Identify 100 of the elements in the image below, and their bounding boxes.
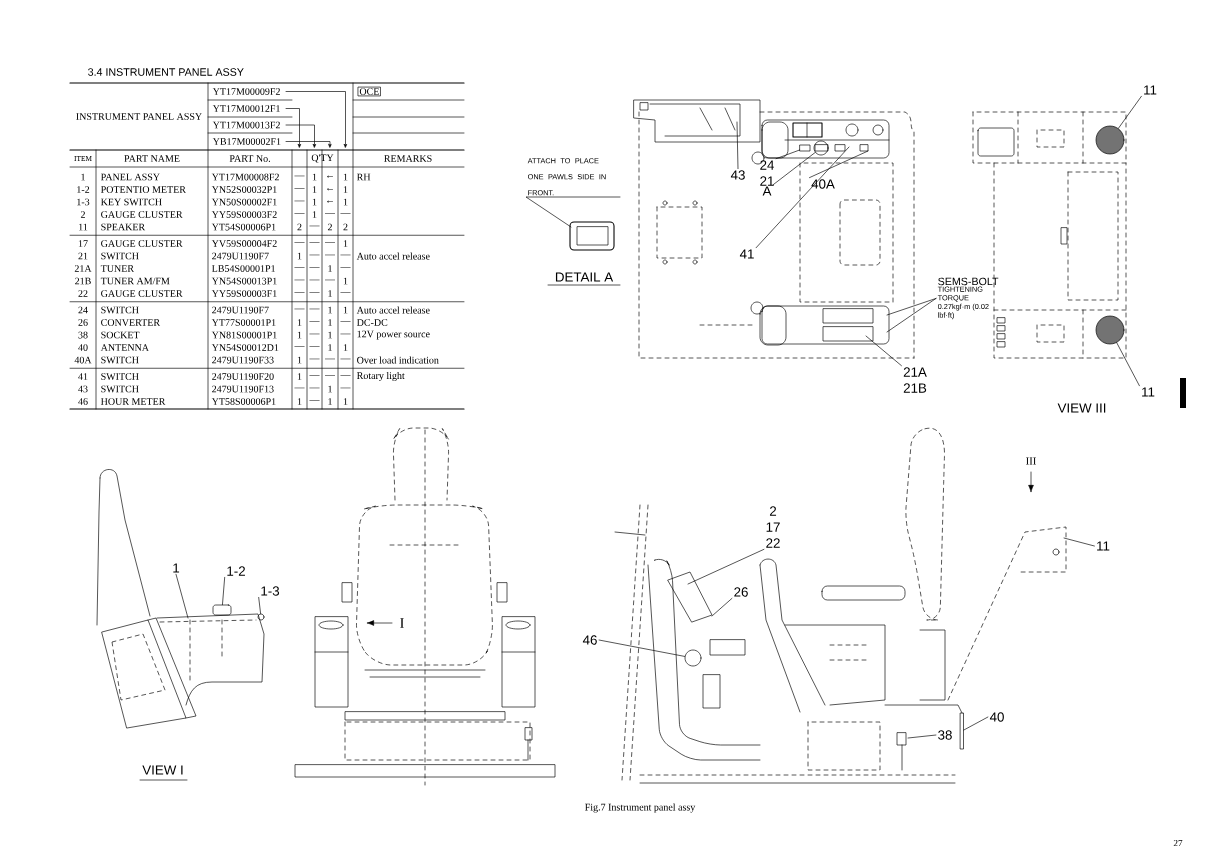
leader-line: [598, 639, 686, 657]
leader-line: [258, 597, 261, 615]
remark: Auto accel release: [356, 252, 430, 260]
quantity: —: [309, 387, 320, 389]
view-title: VIEW III: [1057, 403, 1106, 413]
remark: Auto accel release: [356, 306, 430, 314]
quantity: 1: [312, 173, 317, 181]
quantity: —: [324, 279, 336, 281]
leader-line: [687, 549, 765, 585]
item-number: 21B: [75, 277, 91, 285]
part-number: YY59S00003F2: [211, 211, 277, 218]
leader-line: [865, 335, 902, 367]
leader-line: [175, 573, 189, 619]
part-name: KEY SWITCH: [100, 198, 162, 206]
quantity: 1: [328, 344, 332, 351]
leader-line: [907, 734, 937, 739]
item-number: 43: [78, 385, 88, 393]
quantity: —: [294, 292, 305, 293]
quantity: —: [294, 242, 305, 243]
quantity: 1: [343, 277, 348, 285]
leader-line: [775, 149, 800, 160]
quantity: —: [340, 292, 351, 293]
quantity: ←: [327, 175, 333, 178]
quantity: —: [340, 254, 351, 256]
quantity: —: [324, 213, 336, 214]
quantity: —: [309, 321, 320, 322]
quantity: —: [340, 267, 351, 268]
part-number: YY59S00003F1: [211, 290, 277, 297]
view-label: III: [1026, 457, 1036, 465]
callout-number: 24 21: [760, 160, 775, 186]
quantity: —: [309, 254, 320, 256]
quantity: —: [309, 333, 320, 335]
callout-number: 1-3: [261, 586, 280, 596]
part-name: CONVERTER: [101, 319, 161, 326]
item-number: 2: [80, 211, 85, 218]
part-number: 2479U1190F33: [212, 356, 274, 364]
leader-line: [809, 150, 869, 178]
part-number: YN81S00001P1: [211, 331, 277, 339]
quantity: 1: [343, 306, 348, 314]
part-number: YN50S00002F1: [211, 198, 277, 206]
leader-line: [772, 152, 816, 186]
quantity: 1: [328, 306, 332, 314]
part-number: YN54S00012D1: [211, 344, 279, 351]
quantity: 1: [328, 398, 332, 405]
callout-number: 11: [1097, 541, 1110, 551]
quantity: —: [294, 346, 305, 347]
part-number: 2479U1190F20: [212, 373, 274, 380]
callout-number: 38: [938, 730, 952, 740]
quantity: 2: [343, 223, 348, 231]
quantity: —: [294, 308, 305, 310]
part-name: PANEL ASSY: [100, 173, 160, 181]
leader-line: [736, 121, 739, 169]
part-name: SWITCH: [101, 373, 139, 380]
callout-number: 41: [739, 249, 754, 259]
remark-tag: OCE: [358, 86, 381, 97]
leader-line: [1118, 95, 1142, 129]
part-name: SPEAKER: [101, 223, 146, 231]
quantity: —: [324, 358, 336, 360]
part-name: HOUR METER: [100, 398, 166, 405]
item-number: 11: [79, 223, 88, 231]
leader-line: [886, 298, 937, 316]
part-name: SWITCH: [101, 356, 139, 364]
view-title: DETAIL A: [547, 272, 621, 286]
switch: [799, 144, 811, 152]
speaker: [1095, 125, 1125, 155]
view-label: I: [400, 618, 404, 628]
item-number: 1-2: [77, 186, 90, 193]
key: [257, 613, 265, 621]
quantity: —: [294, 213, 305, 214]
remark: 12V power source: [357, 330, 430, 340]
page-number: 27: [1173, 839, 1183, 847]
item-number: 41: [78, 373, 88, 380]
quantity: —: [294, 267, 305, 268]
leader-line: [525, 196, 621, 228]
quantity: —: [324, 242, 336, 243]
item-number: 1-3: [77, 198, 90, 206]
quantity: —: [294, 200, 305, 202]
hour-meter: [684, 649, 702, 667]
quantity: —: [340, 358, 351, 360]
item-number: 40: [78, 344, 88, 351]
quantity: 1: [297, 356, 302, 364]
part-number: 2479U1190F7: [212, 306, 269, 314]
column-header: PART No.: [229, 155, 270, 162]
callout-number: 40A: [811, 179, 835, 189]
part-name: GAUGE CLUSTER: [101, 240, 183, 247]
quantity: 1: [328, 290, 332, 297]
part-name: GAUGE CLUSTER: [101, 211, 183, 218]
part-number: LB54S00001P1: [211, 265, 275, 272]
antenna: [960, 712, 964, 750]
callout-number: 40: [989, 712, 1004, 722]
quantity: —: [340, 387, 351, 389]
callout-number: 26: [734, 587, 748, 597]
item-number: 1: [81, 173, 85, 181]
part-number: YT54S00006P1: [211, 223, 276, 231]
part-number: 2479U1190F13: [212, 385, 274, 393]
part-name: ANTENNA: [100, 344, 149, 351]
leader-line: [1063, 537, 1095, 547]
quantity: —: [309, 267, 320, 268]
quantity: —: [340, 213, 351, 214]
leader-line: [711, 598, 733, 617]
